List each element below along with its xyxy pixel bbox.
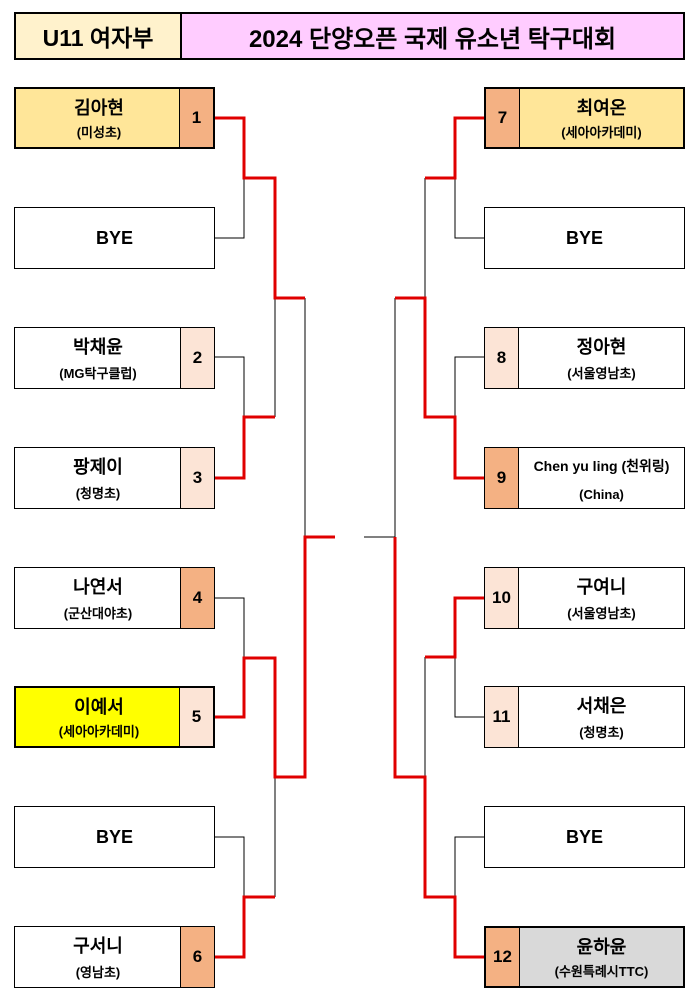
seed-number: 3 — [180, 448, 214, 508]
player-club: (서울영남초) — [567, 366, 636, 381]
bye-slot-right-2: BYE — [484, 806, 685, 868]
player-slot-right-5: 11 서채은 (청명초) — [484, 686, 685, 748]
line-right-r1-bye2 — [454, 836, 484, 897]
player-club: (China) — [579, 487, 624, 502]
seed-number: 8 — [485, 328, 519, 388]
seed-number: 2 — [180, 328, 214, 388]
player-name: 나연서 — [73, 577, 123, 597]
player-name: 정아현 — [576, 337, 627, 357]
line-right-r1-s11 — [454, 657, 484, 718]
seed-number: 9 — [485, 448, 519, 508]
bye-label: BYE — [95, 826, 133, 847]
bye-slot-right-1: BYE — [484, 207, 685, 269]
player-slot-right-1: 7 최여온 (세아아카데미) — [484, 87, 685, 149]
win-path-seed6 — [215, 895, 275, 959]
line-right-r1-bye1 — [454, 178, 484, 239]
bye-label: BYE — [565, 227, 603, 248]
bye-slot-left-2: BYE — [14, 806, 215, 868]
player-name: 최여온 — [576, 98, 627, 118]
player-club: (세아아카데미) — [58, 724, 140, 739]
line-left-r1-bye2 — [215, 836, 245, 897]
win-path-seed1 — [215, 116, 305, 300]
player-name: 구여니 — [576, 577, 627, 597]
win-path-seed9 — [395, 296, 484, 480]
win-path-seed10 — [425, 596, 484, 659]
player-name: Chen yu ling (천위링) — [533, 458, 670, 474]
player-slot-right-3: 9 Chen yu ling (천위링) (China) — [484, 447, 685, 509]
player-name: 윤하윤 — [576, 937, 627, 957]
player-club: (청명초) — [75, 486, 121, 501]
seed-number: 10 — [485, 568, 519, 628]
bracket-lines-red — [215, 116, 484, 959]
line-left-r1-bye1 — [215, 178, 245, 239]
bye-label: BYE — [565, 826, 603, 847]
bye-slot-left-1: BYE — [14, 207, 215, 269]
player-name: 이예서 — [74, 697, 124, 717]
seed-number: 4 — [180, 568, 214, 628]
line-left-r1-s2 — [215, 356, 245, 417]
win-path-seed12 — [393, 537, 484, 959]
player-club: (세아아카데미) — [561, 125, 642, 140]
player-slot-left-4: 나연서 (군산대야초) 4 — [14, 567, 215, 629]
seed-number: 1 — [179, 89, 213, 147]
tournament-title: 2024 단양오픈 국제 유소년 탁구대회 — [180, 12, 685, 60]
player-club: (청명초) — [579, 725, 624, 740]
bracket-lines-black — [215, 178, 484, 897]
player-slot-right-2: 8 정아현 (서울영남초) — [484, 327, 685, 389]
player-slot-right-6: 12 윤하윤 (수원특례시TTC) — [484, 926, 685, 988]
player-club: (서울영남초) — [567, 606, 636, 621]
seed-number: 7 — [486, 89, 520, 147]
player-slot-left-6: 구서니 (영남초) 6 — [14, 926, 215, 988]
player-club: (수원특례시TTC) — [554, 964, 649, 979]
seed-number: 12 — [486, 928, 520, 986]
player-club: (미성초) — [76, 125, 122, 140]
player-name: 구서니 — [73, 936, 123, 956]
line-right-r1-s8 — [454, 356, 484, 417]
player-slot-left-2: 박채윤 (MG탁구클럽) 2 — [14, 327, 215, 389]
player-name: 박채윤 — [73, 337, 123, 357]
line-left-r1-s4 — [215, 597, 245, 658]
seed-number: 11 — [485, 687, 519, 747]
player-slot-left-5: 이예서 (세아아카데미) 5 — [14, 686, 215, 748]
player-name: 김아현 — [74, 98, 124, 118]
seed-number: 5 — [179, 688, 213, 746]
player-club: (영남초) — [75, 965, 121, 980]
player-slot-left-1: 김아현 (미성초) 1 — [14, 87, 215, 149]
seed-number: 6 — [180, 927, 214, 987]
bye-label: BYE — [95, 227, 133, 248]
win-path-seed7 — [425, 116, 484, 180]
line-final-right — [364, 298, 396, 538]
player-club: (MG탁구클럽) — [59, 366, 137, 381]
player-slot-right-4: 10 구여니 (서울영남초) — [484, 567, 685, 629]
player-club: (군산대야초) — [63, 606, 133, 621]
win-path-seed3 — [215, 415, 275, 480]
win-path-seed5 — [215, 535, 335, 779]
division-label: U11 여자부 — [14, 12, 182, 60]
player-slot-left-3: 팡제이 (청명초) 3 — [14, 447, 215, 509]
player-name: 서채은 — [576, 696, 627, 716]
player-name: 팡제이 — [73, 457, 123, 477]
